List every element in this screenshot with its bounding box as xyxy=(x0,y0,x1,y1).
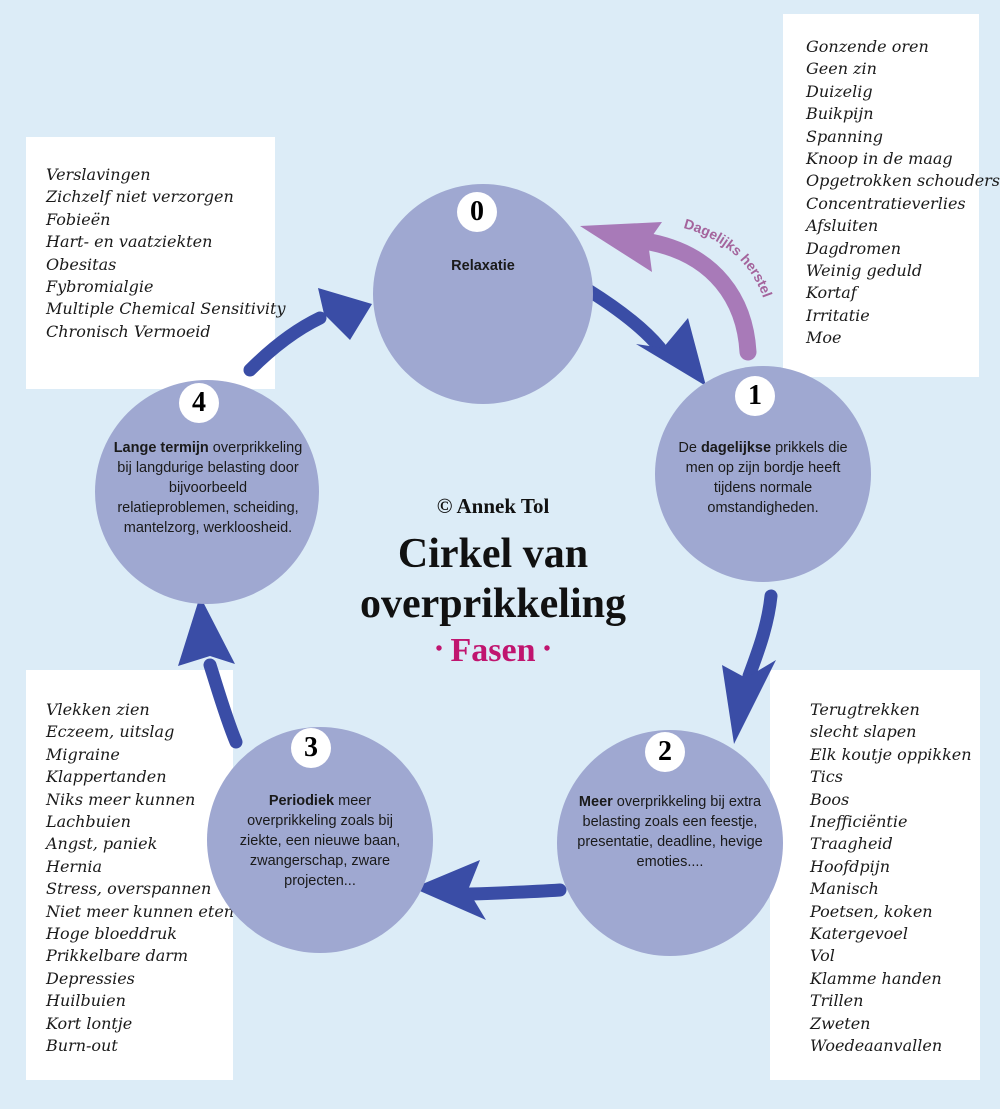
symptom-item: Afsluiten xyxy=(806,216,879,236)
symptom-item: Geen zin xyxy=(806,59,877,79)
arrow-3-to-4 xyxy=(178,596,243,749)
symptom-item: Burn-out xyxy=(46,1036,118,1056)
symptom-item: Klappertanden xyxy=(46,767,167,787)
symptom-item: Verslavingen xyxy=(46,165,151,184)
copyright: © Annek Tol xyxy=(436,494,550,518)
subtitle: • Fasen • xyxy=(300,632,686,670)
symptom-item: Poetsen, koken xyxy=(810,901,933,921)
symptom-item: Dagdromen xyxy=(806,238,902,258)
symptom-item: Angst, paniek xyxy=(46,834,158,854)
symptom-item: Opgetrokken schouders xyxy=(806,171,1000,191)
symptom-item: slecht slapen xyxy=(810,722,917,742)
symptom-item: Zweten xyxy=(810,1013,871,1033)
phase-0-text: Relaxatie xyxy=(451,258,515,274)
phase-4-text-after: overprik­keling bij langdurige belasting… xyxy=(117,440,303,536)
symptom-item: Traagheid xyxy=(810,834,893,854)
arrow-1-to-2 xyxy=(722,589,778,744)
symptom-item: Boos xyxy=(810,789,850,809)
symptom-item: Trillen xyxy=(810,991,864,1011)
symptom-item: Spanning xyxy=(806,126,884,146)
symptom-item: Irritatie xyxy=(806,305,870,325)
symptom-item: Hoofdpijn xyxy=(810,856,891,876)
phase-4-number: 4 xyxy=(179,383,219,423)
symptom-item: Hart- en vaatziekten xyxy=(46,232,213,252)
symptom-item: Weinig geduld xyxy=(806,261,923,281)
symptom-item: Vol xyxy=(810,946,835,966)
phase-3-description: Periodiek meer overprikkeling zoals bij … xyxy=(227,791,413,891)
phase-0-number: 0 xyxy=(457,192,497,232)
symptom-item: Depressies xyxy=(46,968,135,988)
symptom-item: Inefficiëntie xyxy=(810,812,908,832)
symptom-item: Knoop in de maag xyxy=(806,149,953,169)
page-title-line-2: overprikkeling xyxy=(359,581,626,627)
symptom-item: Duizelig xyxy=(806,81,873,101)
symptom-item: Terugtrekken xyxy=(810,700,920,719)
title-block: © Annek Tol Cirkel van overprikkeling • F… xyxy=(300,494,686,670)
symptom-item: Stress, overspannen xyxy=(46,879,212,899)
phase-2-text-bold: Meer xyxy=(578,794,613,810)
symptom-item: Elk koutje oppikken xyxy=(810,744,972,764)
symptom-item: Eczeem, uitslag xyxy=(46,722,175,742)
arrow-4-to-0 xyxy=(243,288,372,377)
arrow-2-to-3 xyxy=(413,860,567,920)
symptom-item: Kort lontje xyxy=(46,1013,133,1033)
page-title-line-1: Cirkel van xyxy=(397,531,589,577)
symptom-item: Tics xyxy=(810,767,843,787)
phase-3-text-after: meer overprikkeling zoals bij ziekte, ee… xyxy=(239,793,401,889)
phase-2-text-after: overprikkeling bij extra belasting zoals… xyxy=(577,794,763,870)
phase-4-description: Lange termijn overprik­keling bij langdu… xyxy=(111,438,305,538)
subtitle-dot-right: • xyxy=(543,638,551,660)
symptom-item: Obesitas xyxy=(46,254,117,274)
symptom-item: Vlekken zien xyxy=(46,700,150,719)
phase-3-text-bold: Periodiek xyxy=(268,793,335,809)
phase-3-number: 3 xyxy=(291,728,331,768)
symptom-item: Prikkelbare darm xyxy=(46,946,189,966)
symptom-item: Fobieën xyxy=(46,209,111,229)
symptom-item: Niks meer kunnen xyxy=(46,789,196,809)
symptom-item: Huilbuien xyxy=(46,991,126,1011)
phase-1-number: 1 xyxy=(735,376,775,416)
phase-4-circle: 4 Lange termijn overprik­keling bij lang… xyxy=(95,380,319,604)
symptom-item: Gonzende oren xyxy=(806,37,929,56)
phase-2-circle: 2 Meer overprikkeling bij extra belastin… xyxy=(557,730,783,956)
arrow-0-to-1 xyxy=(581,283,706,386)
symptom-item: Niet meer kunnen eten xyxy=(46,901,235,921)
phase-1-text-bold: dagelijkse xyxy=(700,440,772,456)
phase-2-description: Meer overprikkeling bij extra belasting … xyxy=(577,792,763,872)
symptom-item: Woedeaanvallen xyxy=(810,1036,943,1056)
symptom-item: Katergevoel xyxy=(810,924,909,944)
phase-0-description: Relaxatie xyxy=(393,256,573,276)
phase-1-text-after: prikkels die men op zijn bordje heeft ti… xyxy=(685,440,848,516)
symptom-item: Buikpijn xyxy=(806,104,874,124)
symptom-item: Klamme handen xyxy=(810,968,942,988)
symptom-item: Migraine xyxy=(46,744,120,764)
symptom-item: Moe xyxy=(806,328,842,348)
symptom-item: Manisch xyxy=(810,879,879,899)
symptom-item: Kortaf xyxy=(806,283,857,303)
phase-2-number: 2 xyxy=(645,732,685,772)
phase-3-circle: 3 Periodiek meer overprikkeling zoals bi… xyxy=(207,727,433,953)
phase-1-description: De dagelijkse prikkels die men op zijn b… xyxy=(665,438,861,518)
symptom-item: Multiple Chemical Sensitivity xyxy=(46,299,286,319)
phase-4-text-bold: Lange termijn xyxy=(113,440,209,456)
symptom-item: Concentratieverlies xyxy=(806,193,966,213)
subtitle-dot-left: • xyxy=(435,638,443,660)
phase-1-text-before: De xyxy=(678,440,701,456)
symptom-item: Lachbuien xyxy=(46,812,131,832)
symptom-item: Chronisch Vermoeid xyxy=(46,321,211,341)
symptom-item: Hernia xyxy=(46,856,103,876)
symptom-item: Fybromialgie xyxy=(46,277,154,297)
phase-1-circle: 1 De dagelijkse prikkels die men op zijn… xyxy=(655,366,871,582)
subtitle-text: Fasen xyxy=(450,632,536,669)
symptom-item: Zichzelf niet verzorgen xyxy=(46,187,234,207)
phase-0-circle: 0 Relaxatie xyxy=(373,184,593,404)
symptom-item: Hoge bloeddruk xyxy=(46,924,177,944)
